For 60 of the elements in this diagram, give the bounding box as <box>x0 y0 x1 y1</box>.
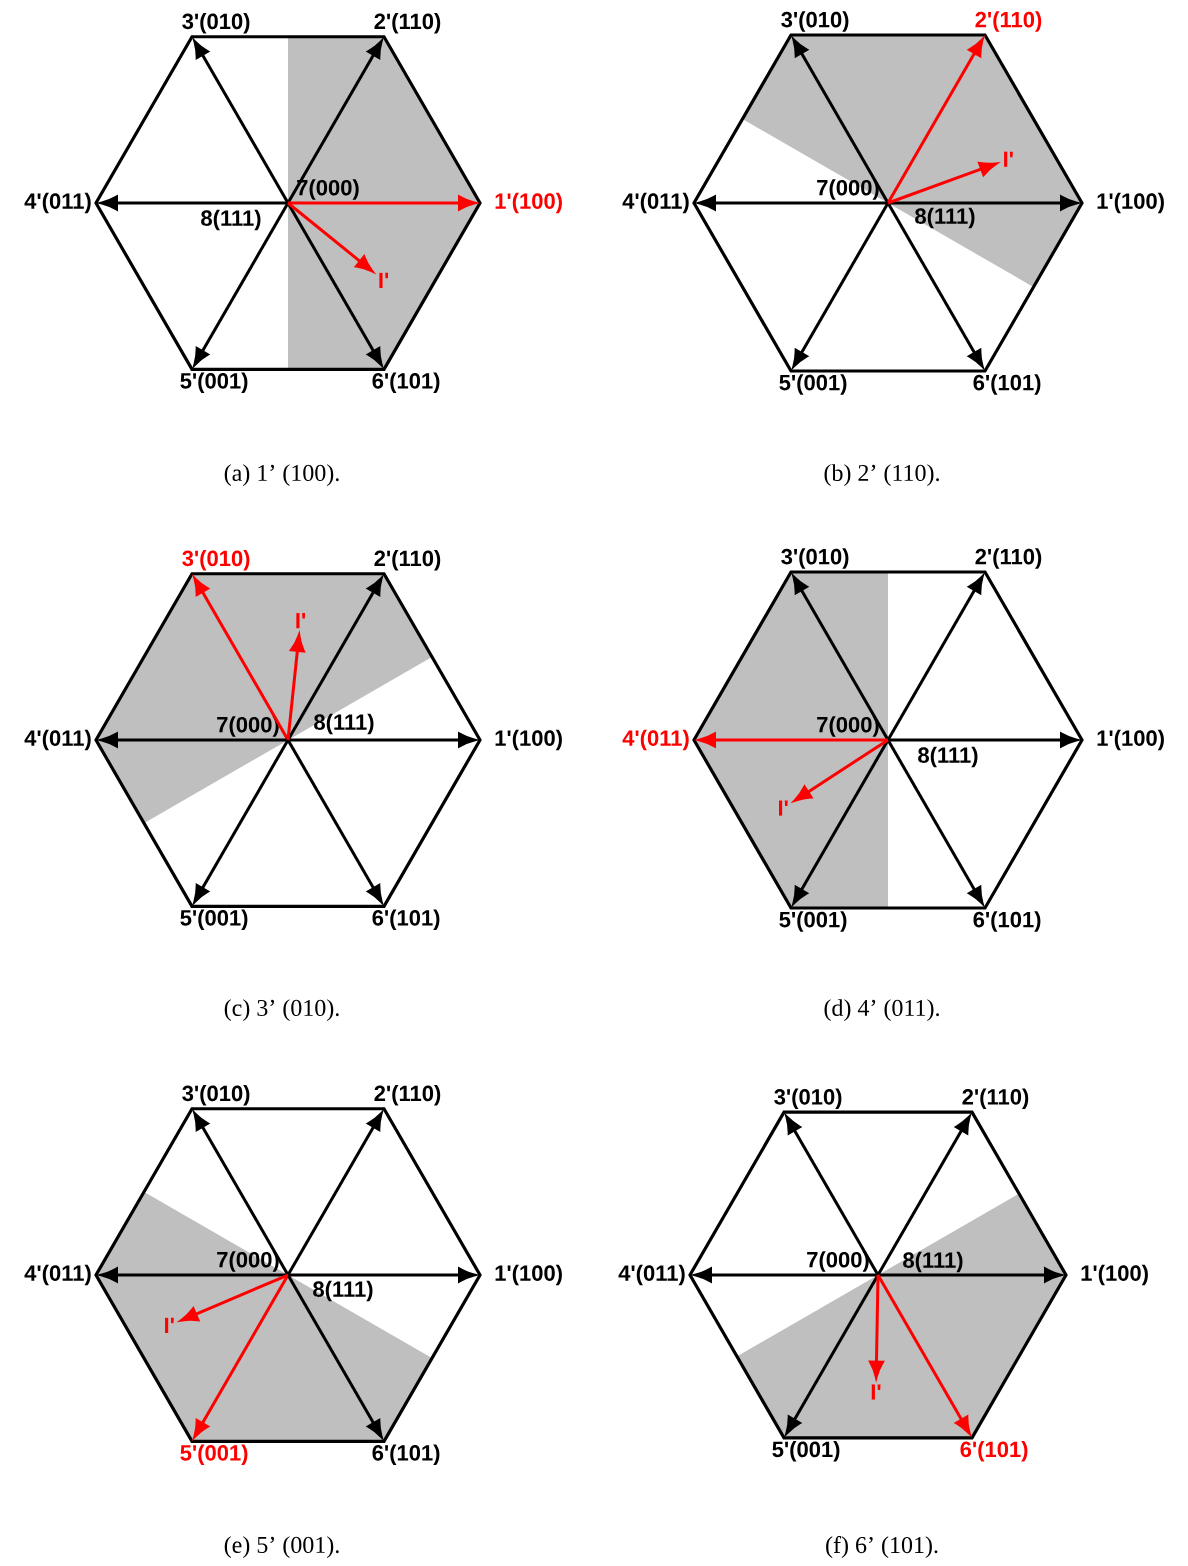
vertex-label: 3'(010) <box>182 550 250 571</box>
vertex-label: 1'(100) <box>1097 192 1164 214</box>
vertex-label: 5'(001) <box>779 374 847 395</box>
vertex-label: 1'(100) <box>495 729 562 751</box>
vertex-label: 4'(011) <box>24 1264 91 1286</box>
vertex-label: 6'(101) <box>973 374 1041 395</box>
arrow <box>288 732 476 748</box>
vector-label: I' <box>1004 151 1013 167</box>
vector-label: I' <box>165 1317 174 1333</box>
vertex-label: 4'(011) <box>24 729 91 751</box>
vertex-label: 1'(100) <box>495 192 562 214</box>
vertex-label: 2'(110) <box>962 1088 1029 1109</box>
vertex-label: 6'(101) <box>960 1441 1028 1462</box>
vertex-label: 3'(010) <box>781 11 849 32</box>
vertex-label: 1'(100) <box>1081 1264 1148 1286</box>
vertex-label: 2'(110) <box>975 548 1042 569</box>
caption: (f) 6’ (101). <box>826 1536 938 1558</box>
vertex-label: 3'(010) <box>774 1088 842 1109</box>
vertex-label: 2'(110) <box>374 1085 441 1106</box>
vertex-label: 5'(001) <box>779 911 847 932</box>
arrow <box>876 1115 971 1276</box>
vertex-label: 4'(011) <box>622 192 689 214</box>
arrow <box>876 1274 971 1435</box>
vertex-label: 1'(100) <box>495 1264 562 1286</box>
arrow <box>288 1267 476 1283</box>
vertex-label: 5'(001) <box>772 1441 840 1462</box>
vertex-label: 4'(011) <box>24 192 91 214</box>
vertex-label: 5'(001) <box>180 909 248 930</box>
vertex-label: 2'(110) <box>975 11 1042 32</box>
arrow <box>100 1267 288 1283</box>
vertex-label: 2'(110) <box>374 13 441 34</box>
point-label: 8(111) <box>903 1251 963 1273</box>
vertex-label: 3'(010) <box>781 548 849 569</box>
caption: (e) 5’ (001). <box>224 1536 339 1558</box>
caption: (a) 1’ (100). <box>224 464 339 486</box>
arrow <box>100 195 288 211</box>
vertex-label: 4'(011) <box>622 729 689 751</box>
vertex-label: 6'(101) <box>973 911 1041 932</box>
vertex-label: 5'(001) <box>180 372 248 393</box>
caption: (c) 3’ (010). <box>224 999 339 1021</box>
arrow <box>698 195 888 211</box>
vertex-label: 4'(011) <box>618 1264 685 1286</box>
caption: (d) 4’ (011). <box>824 999 939 1021</box>
arrow <box>100 732 288 748</box>
vector-label: I' <box>871 1384 881 1400</box>
vertex-label: 2'(110) <box>374 550 441 571</box>
vertex-label: 3'(010) <box>182 13 250 34</box>
vertex-label: 6'(101) <box>372 1444 440 1465</box>
arrow <box>694 1267 878 1283</box>
arrow <box>785 1115 880 1276</box>
vertex-label: 6'(101) <box>372 909 440 930</box>
caption: (b) 2’ (110). <box>824 464 939 486</box>
vertex-label: 5'(001) <box>180 1444 248 1465</box>
arrow <box>878 1267 1062 1283</box>
point-label: 7(000) <box>807 1251 869 1272</box>
vector-label: I' <box>778 800 788 816</box>
vertex-label: 3'(010) <box>182 1085 250 1106</box>
vertex-label: 6'(101) <box>372 372 440 393</box>
vertex-label: 1'(100) <box>1097 729 1164 751</box>
arrow <box>888 732 1078 748</box>
